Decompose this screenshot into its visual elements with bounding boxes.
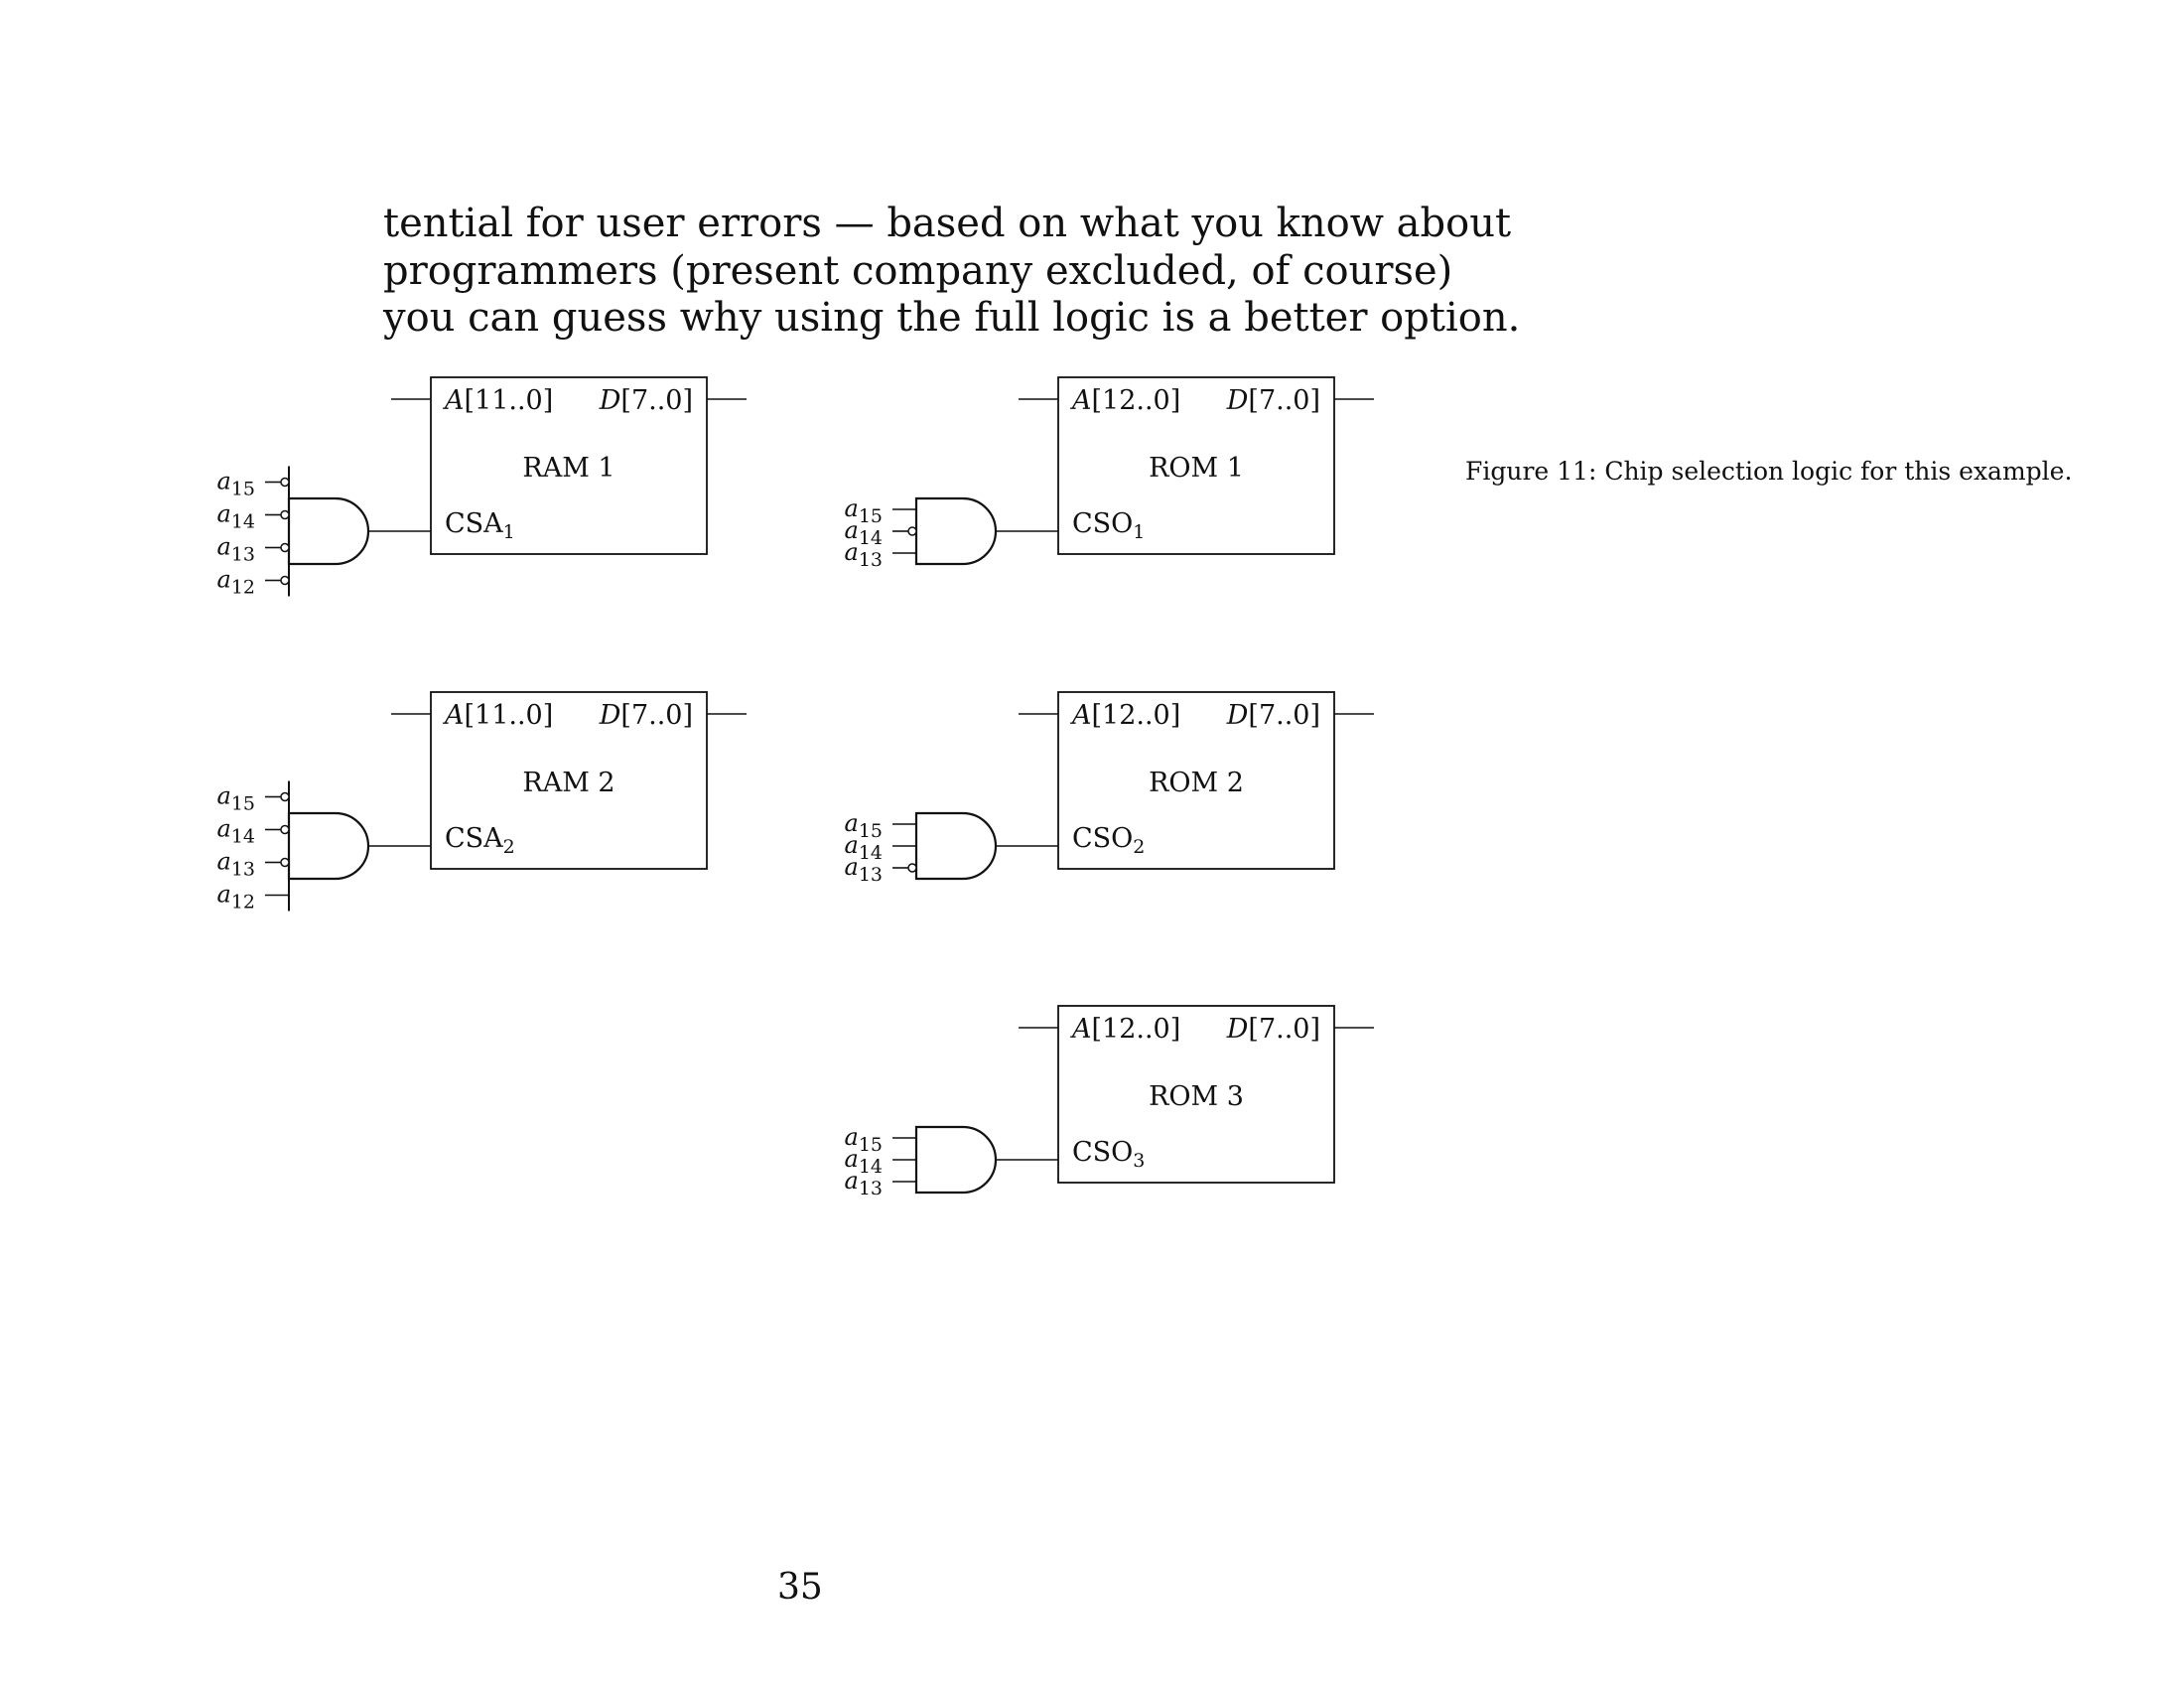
page-number: 35 <box>777 1567 823 1608</box>
address-input-label: a15 <box>217 468 256 500</box>
chip-name: ROM 3 <box>1149 1081 1244 1112</box>
inverter-bubble <box>907 863 917 873</box>
inverter-bubble <box>280 857 290 868</box>
inverter-bubble <box>280 542 290 553</box>
inverter-bubble <box>280 509 290 520</box>
data-bus-label: D[7..0] <box>599 385 693 416</box>
chip-body <box>1057 1005 1335 1184</box>
address-input-label: a13 <box>845 538 884 571</box>
and-gate <box>287 811 370 881</box>
and-gate <box>914 1125 998 1195</box>
and-gate <box>287 496 370 566</box>
chip-body <box>430 691 708 870</box>
address-bus-label: A[11..0] <box>442 700 553 731</box>
data-bus-label: D[7..0] <box>599 700 693 731</box>
chip-name: ROM 1 <box>1149 453 1244 484</box>
address-input-label: a14 <box>217 815 256 848</box>
chip-body <box>430 376 708 555</box>
address-input-label: a14 <box>845 831 884 864</box>
data-bus-label: D[7..0] <box>1226 700 1320 731</box>
address-input-label: a14 <box>217 500 256 533</box>
inverter-bubble <box>280 477 290 488</box>
address-input-label: a15 <box>845 1123 884 1156</box>
data-bus-label: D[7..0] <box>1226 1014 1320 1045</box>
address-input-label: a13 <box>845 853 884 886</box>
chip-select-label: CSO1 <box>1072 508 1145 543</box>
and-gate <box>914 496 998 566</box>
address-bus-label: A[12..0] <box>1069 385 1180 416</box>
inverter-bubble <box>280 575 290 586</box>
body-paragraph: tential for user errors — based on what … <box>383 201 1521 343</box>
chip-select-label: CSA2 <box>445 823 515 858</box>
chip-body <box>1057 691 1335 870</box>
data-bus-label: D[7..0] <box>1226 385 1320 416</box>
chip-select-label: CSO2 <box>1072 823 1145 858</box>
address-input-label: a15 <box>217 782 256 815</box>
chip-select-label: CSO3 <box>1072 1137 1145 1172</box>
chip-select-label: CSA1 <box>445 508 515 543</box>
address-input-label: a13 <box>845 1167 884 1199</box>
paragraph-line: programmers (present company excluded, o… <box>383 247 1453 294</box>
inverter-bubble <box>280 791 290 802</box>
address-input-label: a13 <box>217 533 256 566</box>
address-input-label: a13 <box>217 848 256 881</box>
figure-caption: Figure 11: Chip selection logic for this… <box>1465 457 2073 486</box>
chip-name: RAM 1 <box>522 453 614 484</box>
address-input-label: a15 <box>845 809 884 842</box>
address-input-label: a15 <box>845 494 884 527</box>
address-bus-label: A[12..0] <box>1069 1014 1180 1045</box>
address-input-label: a12 <box>217 566 256 599</box>
address-bus-label: A[11..0] <box>442 385 553 416</box>
paragraph-line: you can guess why using the full logic i… <box>383 295 1521 341</box>
address-input-label: a14 <box>845 1145 884 1178</box>
chip-name: ROM 2 <box>1149 768 1244 798</box>
inverter-bubble <box>907 526 917 536</box>
chip-body <box>1057 376 1335 555</box>
paragraph-line: tential for user errors — based on what … <box>383 201 1512 246</box>
address-bus-label: A[12..0] <box>1069 700 1180 731</box>
chip-name: RAM 2 <box>522 768 614 798</box>
and-gate <box>914 811 998 881</box>
address-input-label: a12 <box>217 881 256 914</box>
address-input-label: a14 <box>845 516 884 549</box>
inverter-bubble <box>280 824 290 835</box>
